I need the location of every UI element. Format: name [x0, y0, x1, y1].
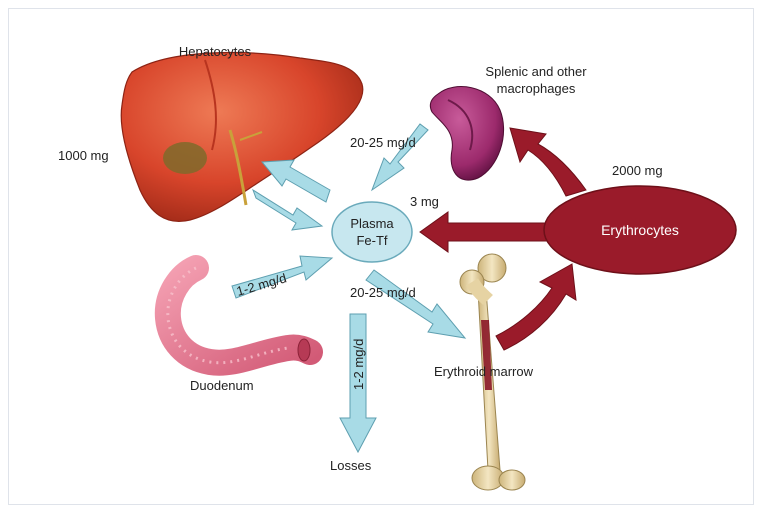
- arrow-liver-to-plasma: [253, 190, 322, 230]
- plasma-label-line1: Plasma: [350, 216, 394, 231]
- losses-flow-label: 1-2 mg/d: [351, 339, 366, 390]
- arrow-marrow-to-erythrocytes: [496, 264, 576, 350]
- arrow-plasma-to-liver: [262, 160, 330, 202]
- erythrocytes-label: Erythrocytes: [601, 222, 679, 238]
- arrow-erythrocytes-to-plasma: [420, 212, 548, 252]
- hepatocytes-label: Hepatocytes: [179, 44, 252, 59]
- duodenum-label: Duodenum: [190, 378, 254, 393]
- erythroid-marrow-label: Erythroid marrow: [434, 364, 534, 379]
- arrow-plasma-to-marrow: [366, 270, 465, 338]
- plasma-label-line2: Fe-Tf: [356, 233, 387, 248]
- macrophages-label-line2: macrophages: [497, 81, 576, 96]
- liver-iron-amount: 1000 mg: [58, 148, 109, 163]
- macrophages-label-line1: Splenic and other: [485, 64, 587, 79]
- spleen-illustration: [430, 87, 503, 181]
- erythrocytes-iron-amount: 2000 mg: [612, 163, 663, 178]
- marrow-flow-label: 20-25 mg/d: [350, 285, 416, 300]
- macrophage-flow-label: 20-25 mg/d: [350, 135, 416, 150]
- plasma-fe-tf-node: Plasma Fe-Tf: [332, 202, 412, 262]
- duodenum-flow-label: 1-2 mg/d: [235, 270, 288, 299]
- plasma-to-erythrocytes-flow-label: 3 mg: [410, 194, 439, 209]
- arrow-erythrocytes-to-macrophages: [510, 128, 586, 196]
- duodenum-illustration: [168, 268, 310, 363]
- arrow-macrophages-to-plasma: [372, 124, 428, 190]
- losses-label: Losses: [330, 458, 372, 473]
- erythrocytes-node: Erythrocytes: [544, 186, 736, 274]
